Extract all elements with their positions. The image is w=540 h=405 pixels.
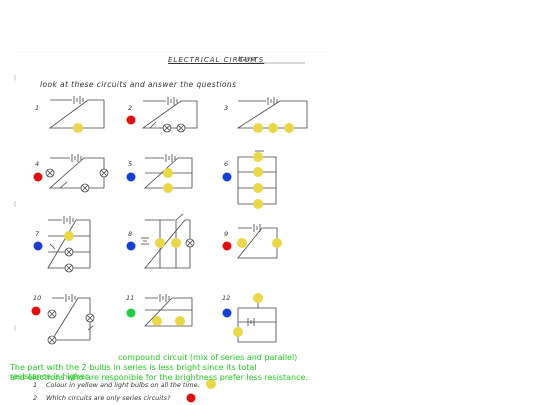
explanation-line-1: The part with the 2 bulbs in series is l… [10, 363, 257, 381]
compound-circuit-label: compound circuit (mix of series and para… [118, 353, 298, 362]
circuit-11 [144, 294, 193, 327]
circuit-number: 7 [35, 230, 40, 238]
question-text: Colour in yellow and light bulbs on all … [46, 381, 200, 389]
circuit-3 [236, 97, 308, 129]
question-text: Which circuits are only series circuits? [46, 394, 171, 402]
circuit-10 [47, 294, 95, 345]
circuit-7 [47, 216, 91, 273]
circuit-4 [45, 154, 109, 193]
svg-text:(: ( [14, 325, 16, 332]
circuit-number: 4 [35, 160, 40, 168]
name-label: Name [238, 56, 256, 63]
answer-dots [31, 115, 232, 403]
circuit-number: 9 [224, 230, 229, 238]
circuit-number: 8 [128, 230, 133, 238]
circuit-number: 12 [222, 294, 231, 302]
circuit-9 [237, 224, 278, 259]
circuit-number: 5 [128, 160, 133, 168]
question-number: 1 [33, 381, 38, 389]
worksheet-title: ELECTRICAL CIRCUITS [168, 56, 265, 64]
circuit-number: 11 [126, 294, 135, 302]
instruction-text: look at these circuits and answer the qu… [40, 80, 237, 89]
circuit-number: 2 [128, 104, 133, 112]
circuit-1 [48, 96, 105, 129]
circuit-2 [141, 97, 198, 133]
question-number: 2 [33, 394, 38, 402]
svg-text:(: ( [14, 201, 16, 208]
circuit-number: 6 [224, 160, 229, 168]
explanation-line-2: and electrons who are responible for the… [10, 373, 308, 382]
lit-bulbs [64, 123, 294, 389]
circuit-number: 3 [224, 104, 229, 112]
circuit-number: 1 [35, 104, 40, 112]
svg-text:(: ( [14, 75, 16, 82]
circuit-number: 10 [33, 294, 42, 302]
